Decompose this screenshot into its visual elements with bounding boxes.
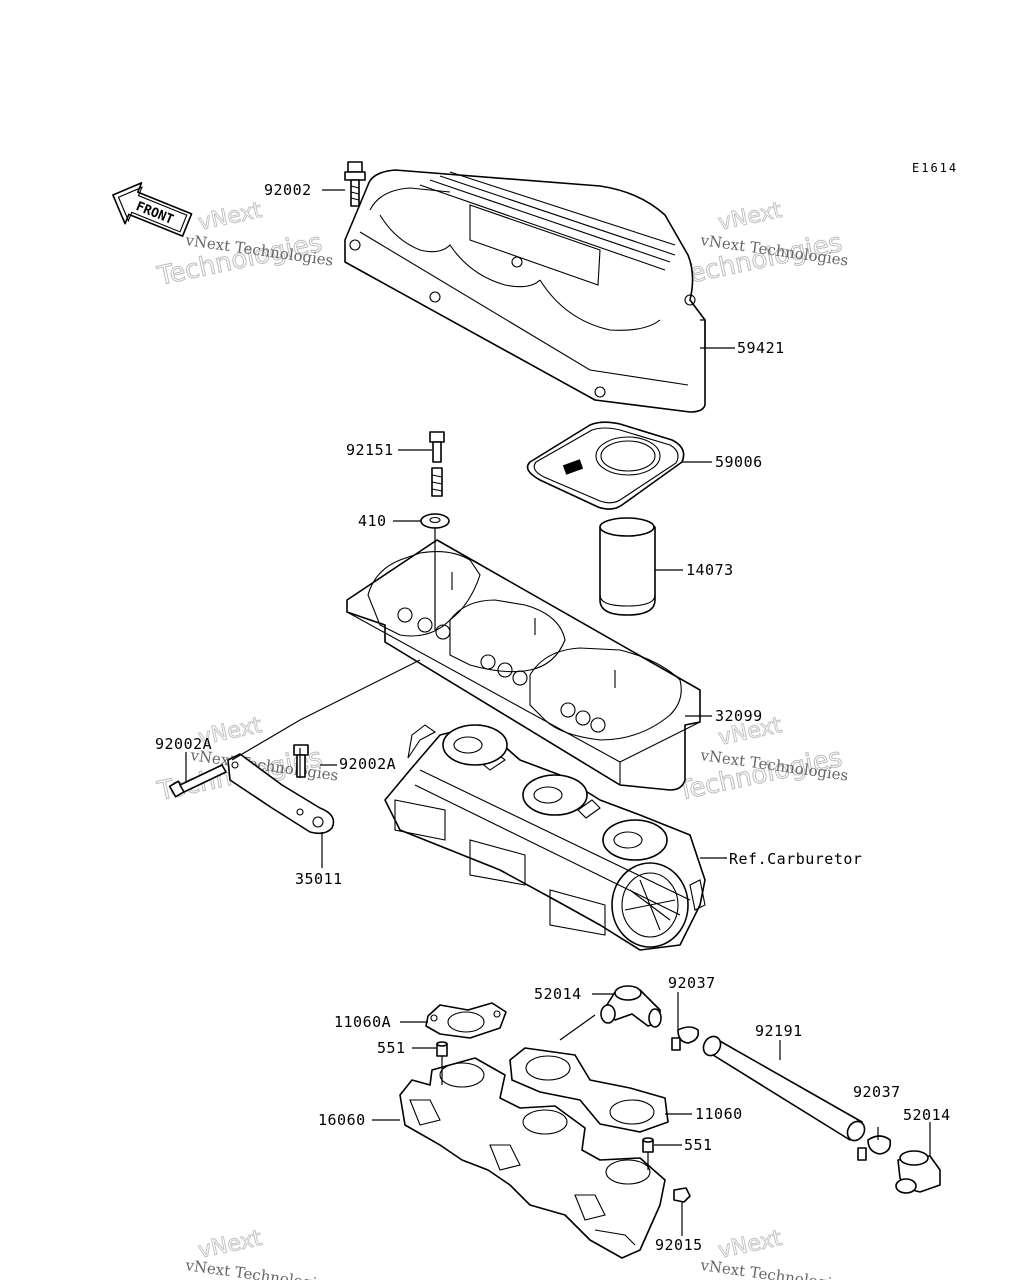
gasket-11060 [509,1047,669,1133]
label-ref-carburetor: Ref.Carburetor [729,850,862,868]
label-92015: 92015 [655,1236,703,1254]
watermark-mid-right: Technologies vNext vNext Technologies [674,712,850,807]
hose-92191 [702,1035,866,1142]
label-59421: 59421 [737,339,785,357]
label-92037-bottom: 92037 [853,1083,901,1101]
label-410: 410 [358,512,387,530]
nut-92015 [673,1187,691,1203]
leader-lines [185,189,931,1236]
svg-text:vNext: vNext [196,198,264,236]
bolt-92002 [344,161,366,207]
label-11060a: 11060A [334,1013,391,1031]
dowel-551-left [436,1041,448,1057]
label-59006: 59006 [715,453,763,471]
label-92002: 92002 [264,181,312,199]
label-11060: 11060 [695,1105,743,1123]
gasket-11060a [425,1002,507,1039]
label-35011: 35011 [295,870,343,888]
label-14073: 14073 [686,561,734,579]
watermark-top-left: Technologies vNext vNext Technologies [154,197,335,292]
label-551-left: 551 [377,1039,406,1057]
bolt-92002a-left [168,764,227,798]
svg-text:vNext: vNext [716,198,784,236]
label-92191: 92191 [755,1022,803,1040]
label-16060: 16060 [318,1111,366,1129]
clamp-92037-bottom [857,1135,892,1161]
fitting-52014-top [600,985,662,1028]
fitting-52014-bottom [895,1150,941,1194]
bracket-35011 [227,753,335,835]
label-551-right: 551 [684,1136,713,1154]
label-92037-top: 92037 [668,974,716,992]
manifold-16060 [399,1057,666,1259]
label-92002a-right: 92002A [339,755,396,773]
washer-410 [420,513,450,529]
front-arrow-icon: FRONT [112,182,193,237]
dowel-551-right [642,1137,654,1153]
bolt-92002a-right [293,744,309,778]
air-cover-59421 [344,169,706,413]
watermark-top-right: Technologies vNext vNext Technologies [674,197,850,292]
diagram-code: E1614 [912,161,958,175]
label-92151: 92151 [346,441,394,459]
label-92002a-left: 92002A [155,735,212,753]
watermark-bottom: vNext Technologies vNext Technologies vN… [183,1225,849,1280]
label-52014-bottom: 52014 [903,1106,951,1124]
stud-92151 [429,431,445,497]
clamp-92037-top [671,1026,700,1051]
filter-14073 [599,517,656,616]
label-32099: 32099 [715,707,763,725]
gasket-59006 [526,421,685,510]
label-52014-top: 52014 [534,985,582,1003]
carburetor-assembly [384,724,706,951]
svg-text:vNext: vNext [716,1226,784,1264]
svg-text:vNext: vNext [196,1226,264,1264]
